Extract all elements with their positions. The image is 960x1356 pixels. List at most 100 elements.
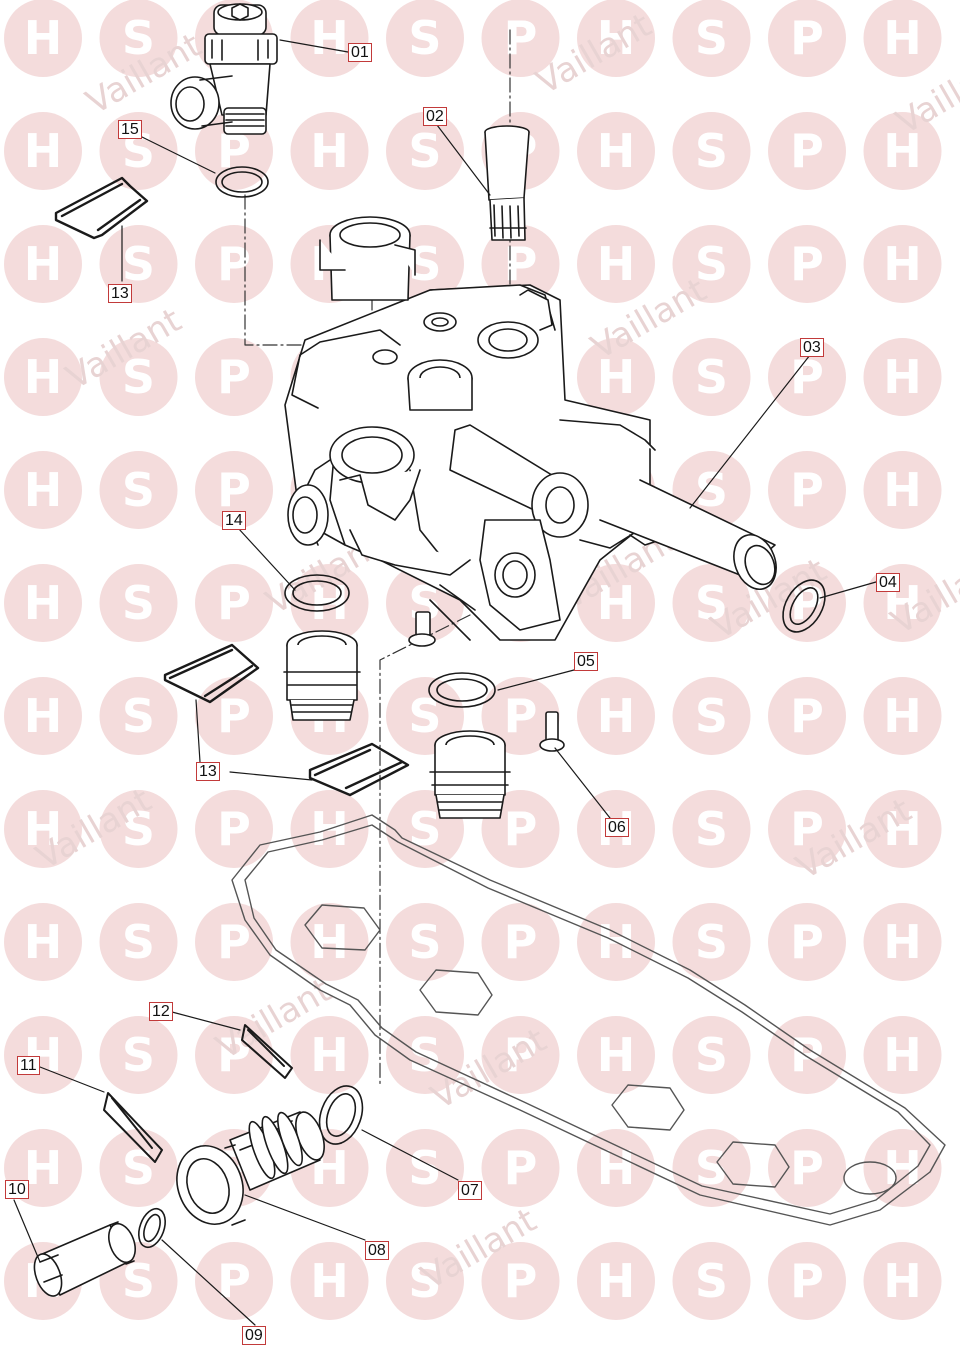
- watermark-letter: P: [504, 1028, 538, 1082]
- watermark-letter: H: [597, 689, 636, 743]
- watermark-letter: S: [695, 237, 728, 291]
- watermark-circle: [863, 0, 942, 77]
- watermark-circle: [672, 1242, 751, 1320]
- watermark-letter: S: [695, 802, 728, 856]
- watermark-circle: [672, 564, 751, 642]
- watermark-circle: [863, 677, 942, 755]
- watermark-circle: [4, 338, 82, 416]
- watermark-letter: P: [217, 915, 251, 969]
- watermark-letter: H: [883, 1028, 922, 1082]
- watermark-letter: S: [695, 689, 728, 743]
- watermark-circle: [768, 1129, 846, 1207]
- watermark-letter: H: [883, 11, 922, 65]
- watermark-circle: [768, 903, 846, 981]
- watermark-circle: [290, 112, 369, 190]
- part-05-o-ring: [428, 672, 496, 708]
- watermark-circle: [481, 1129, 560, 1207]
- watermark-letter: S: [408, 802, 441, 856]
- callout-11: 11: [17, 1056, 40, 1075]
- watermark-circle: [481, 1016, 560, 1094]
- watermark-circle: [863, 1129, 942, 1207]
- watermark-letter: S: [695, 350, 728, 404]
- watermark-circle: [577, 564, 655, 642]
- watermark-circle: [863, 451, 942, 529]
- watermark-circle: [481, 1242, 560, 1320]
- watermark-circle: [481, 677, 560, 755]
- watermark-circle: [768, 0, 846, 77]
- watermark-circle: [99, 1016, 178, 1094]
- watermark-letter: P: [790, 463, 824, 517]
- watermark-circle: [768, 451, 846, 529]
- watermark-letter: S: [695, 915, 728, 969]
- watermark-letter: P: [504, 802, 538, 856]
- watermark-letter: H: [883, 802, 922, 856]
- watermark-letter: S: [408, 11, 441, 65]
- watermark-letter: P: [790, 1141, 824, 1195]
- callout-14: 14: [222, 511, 246, 530]
- watermark-circle: [672, 338, 751, 416]
- callout-04: 04: [876, 573, 900, 592]
- watermark-letter: S: [695, 1254, 728, 1308]
- callout-01: 01: [348, 43, 372, 62]
- watermark-circle: [672, 0, 751, 77]
- watermark-circle: [99, 338, 178, 416]
- part-09-o-ring: [138, 1207, 166, 1249]
- watermark-circle: [195, 790, 273, 868]
- part-02-sleeve: [484, 125, 530, 241]
- watermark-circle: [4, 225, 82, 303]
- watermark-circle: [768, 112, 846, 190]
- watermark-circle: [863, 112, 942, 190]
- watermark-letter: S: [122, 689, 155, 743]
- watermark-letter: P: [217, 350, 251, 404]
- watermark-letter: S: [122, 802, 155, 856]
- watermark-circle: [4, 451, 82, 529]
- watermark-letter: H: [24, 689, 63, 743]
- watermark-letter: H: [310, 915, 349, 969]
- watermark-letter: H: [597, 124, 636, 178]
- watermark-letter: H: [883, 124, 922, 178]
- watermark-letter: S: [695, 463, 728, 517]
- watermark-letter: S: [122, 915, 155, 969]
- watermark-circle: [386, 903, 464, 981]
- watermark-circle: [386, 1242, 464, 1320]
- watermark-letter: P: [504, 237, 538, 291]
- watermark-circle: [577, 225, 655, 303]
- part-08-cartridge: [176, 1111, 325, 1226]
- watermark-circle: [99, 1129, 178, 1207]
- part-15-o-ring: [215, 166, 269, 198]
- part-connector-right: [429, 730, 511, 819]
- part-06-screw-upper: [408, 611, 436, 647]
- watermark-circle: [672, 677, 751, 755]
- watermark-letter: P: [790, 802, 824, 856]
- watermark-letter: H: [24, 463, 63, 517]
- watermark-circle: [577, 338, 655, 416]
- part-12-clip: [241, 1024, 293, 1079]
- watermark-circle: [768, 790, 846, 868]
- watermark-circle: [863, 790, 942, 868]
- watermark-circle: [99, 564, 178, 642]
- watermark-letter: H: [24, 576, 63, 630]
- watermark-letter: P: [790, 11, 824, 65]
- watermark-circle: [863, 1016, 942, 1094]
- watermark-letter: P: [790, 689, 824, 743]
- watermark-circle: [4, 112, 82, 190]
- watermark-letter: P: [504, 11, 538, 65]
- callout-05: 05: [574, 652, 598, 671]
- watermark-letter: H: [24, 802, 63, 856]
- watermark-letter: S: [695, 576, 728, 630]
- watermark-circle: [481, 0, 560, 77]
- watermark-circle: [4, 677, 82, 755]
- callout-13-lower: 13: [196, 762, 220, 781]
- watermark-circle: [672, 225, 751, 303]
- callout-07: 07: [458, 1181, 482, 1200]
- watermark-letter: S: [408, 1254, 441, 1308]
- watermark-circle: [577, 677, 655, 755]
- part-13-clip-middle: [163, 643, 260, 704]
- watermark-circle: [672, 1129, 751, 1207]
- watermark-letter: H: [883, 463, 922, 517]
- watermark-letter: P: [217, 463, 251, 517]
- watermark-circle: [386, 112, 464, 190]
- watermark-circle: [863, 1242, 942, 1320]
- watermark-letter: S: [695, 124, 728, 178]
